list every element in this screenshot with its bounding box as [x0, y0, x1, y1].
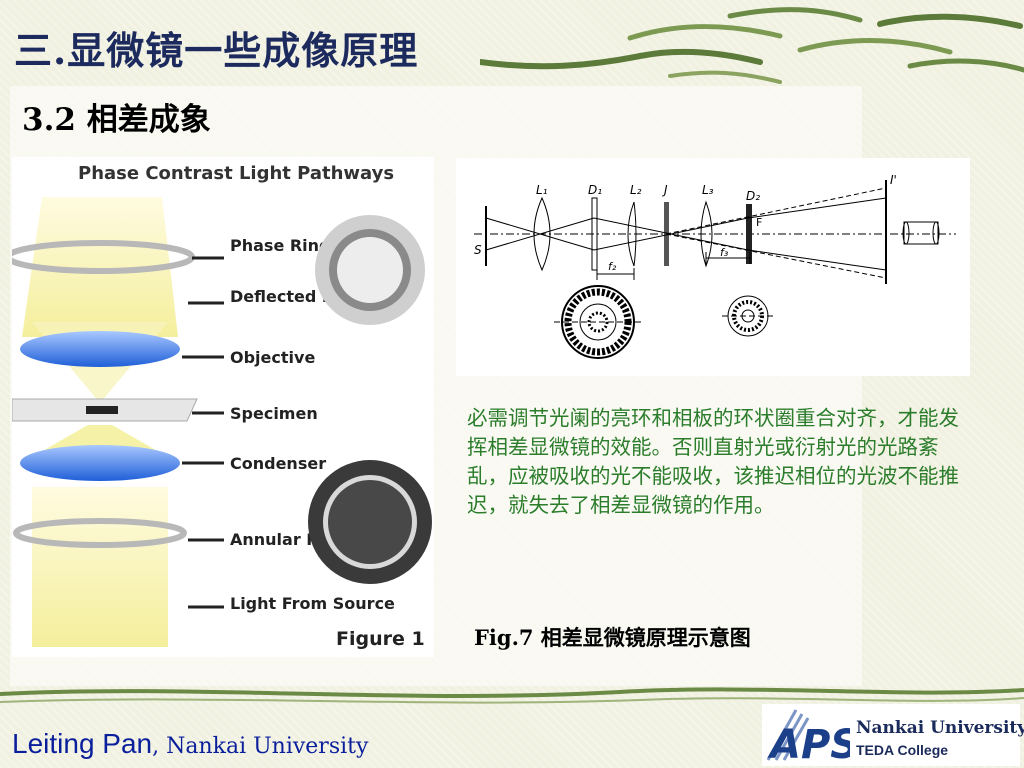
- eyepiece-lens-front: [902, 221, 910, 245]
- phase-contrast-illustration: Phase Contrast Light Pathways Phase Ring…: [5, 163, 432, 650]
- source-light-column: [32, 487, 168, 647]
- section-subtitle: 3.2 相差成象: [22, 102, 211, 138]
- phase-contrast-pathways-figure: Phase Contrast Light Pathways Phase Ring…: [5, 157, 434, 657]
- eyepiece-lens-back: [932, 221, 940, 245]
- lens-l3: [700, 200, 713, 268]
- label-f3: f₃: [720, 246, 729, 259]
- slide-title: 三.显微镜一些成像原理: [14, 28, 419, 73]
- author-credit: Leiting Pan, Nankai University: [12, 728, 368, 760]
- label-l2: L₂: [630, 183, 642, 197]
- figure-heading: Phase Contrast Light Pathways: [78, 163, 394, 184]
- objective-lens: [20, 331, 180, 367]
- phase-ring-center: [337, 237, 403, 303]
- label-focal-point: F: [756, 216, 762, 229]
- upper-light-beam: [22, 197, 178, 337]
- label-source: S: [474, 243, 482, 257]
- label-leader-lines: [182, 256, 224, 609]
- lens-l2: [627, 201, 637, 267]
- bottom-swirl-decoration: [0, 687, 1024, 704]
- author-name: Leiting Pan: [12, 728, 153, 759]
- focal-length-markers: [596, 252, 751, 280]
- label-f2: f₂: [608, 260, 617, 273]
- annular-ring-shape: [13, 518, 187, 548]
- logo-letters: APS: [767, 722, 850, 766]
- light-rays: [485, 187, 887, 279]
- phase-plate-d2: [746, 204, 752, 264]
- label-condenser: Condenser: [230, 454, 326, 473]
- label-d2: D₂: [746, 189, 760, 203]
- annular-ring-center: [328, 480, 412, 564]
- description-text: 必需调节光阑的亮环和相板的环状圈重合对齐，才能发挥相差显微镜的效能。否则直射光或…: [467, 406, 959, 517]
- label-j: J: [662, 183, 668, 197]
- condenser-lens: [20, 445, 180, 481]
- figure-number-label: Figure 1: [336, 628, 425, 650]
- optical-path-diagram: L₁ D₁ L₂ J L₃ D₂ I' S F f₂ f₃: [456, 158, 970, 376]
- figure-caption: Fig.7 相差显微镜原理示意图: [474, 625, 751, 650]
- optical-path-svg: L₁ D₁ L₂ J L₃ D₂ I' S F f₂ f₃: [474, 173, 956, 359]
- label-objective: Objective: [230, 348, 315, 367]
- lens-l1: [533, 196, 551, 272]
- label-l3: L₃: [702, 183, 714, 197]
- specimen-sample: [86, 406, 118, 414]
- label-light-from-source: Light From Source: [230, 594, 395, 613]
- label-d1: D₁: [588, 183, 602, 197]
- diaphragm-d1: [591, 197, 598, 271]
- label-specimen: Specimen: [230, 404, 318, 423]
- aps-logo-icon: APS: [766, 709, 850, 766]
- author-affiliation: , Nankai University: [152, 734, 369, 759]
- label-phase-ring: Phase Ring: [230, 236, 331, 255]
- phase-plate-section: [722, 295, 774, 337]
- institution-logo: APS Nankai University TEDA College: [762, 704, 1024, 766]
- logo-university-name: Nankai University: [856, 718, 1024, 738]
- label-l1: L₁: [536, 183, 548, 197]
- annular-diaphragm-section: [554, 285, 642, 359]
- eyepiece: [903, 221, 939, 245]
- logo-college-name: TEDA College: [856, 742, 949, 758]
- label-image-plane: I': [890, 173, 897, 187]
- title-swirl-decoration: [480, 7, 1024, 84]
